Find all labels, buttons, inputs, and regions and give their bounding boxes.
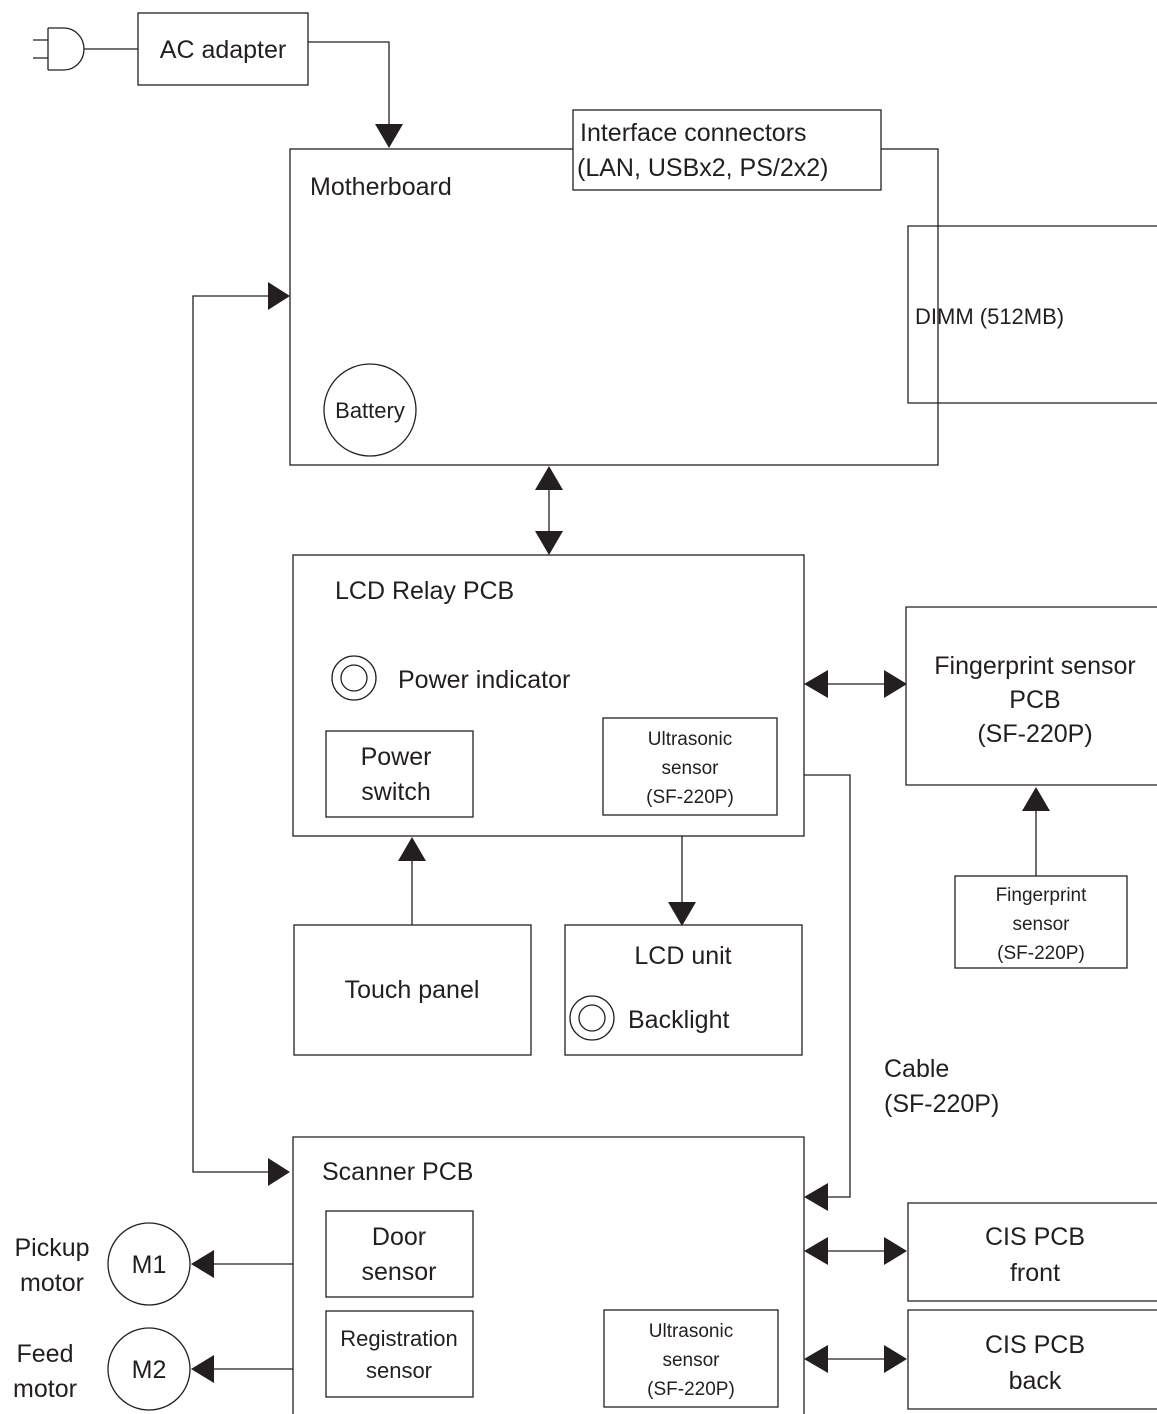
lcd-relay-fingerprint-arrow — [804, 670, 907, 698]
registration-sensor-line1: Registration — [340, 1326, 457, 1351]
scanner-pcb-box: Scanner PCB — [292, 1136, 805, 1414]
fingerprint-sensor-box: Fingerprint sensor (SF-220P) — [954, 875, 1128, 969]
fingerprint-sensor-line1: Fingerprint — [996, 885, 1088, 906]
feed-motor-label-line2: motor — [13, 1375, 77, 1403]
scanner-ultrasonic-line1: Ultrasonic — [649, 1321, 733, 1342]
interface-connectors-box: Interface connectors (LAN, USBx2, PS/2x2… — [572, 109, 882, 191]
lcd-relay-ultrasonic-line1: Ultrasonic — [648, 729, 732, 750]
scanner-ultrasonic-line2: sensor — [662, 1350, 720, 1371]
cis-pcb-back-box: CIS PCB back — [907, 1309, 1157, 1410]
feed-motor-m2: M2 — [107, 1327, 191, 1411]
dimm-box: DIMM (512MB) — [907, 225, 1157, 404]
fingerprint-sensor-pcb-box: Fingerprint sensor PCB (SF-220P) — [905, 606, 1157, 786]
fingerprint-pcb-line2: PCB — [1009, 686, 1060, 714]
cable-connection — [804, 774, 851, 1211]
scanner-cis-front-arrow — [804, 1237, 907, 1265]
pickup-motor-label-line2: motor — [20, 1269, 84, 1297]
motherboard-scanner-arrow — [192, 282, 290, 1186]
touch-panel-label: Touch panel — [345, 976, 480, 1004]
scanner-ultrasonic-sensor-box: Ultrasonic sensor (SF-220P) — [603, 1309, 779, 1408]
door-sensor-box: Door sensor — [325, 1210, 474, 1298]
m1-label: M1 — [132, 1251, 167, 1279]
lcd-relay-ultrasonic-line3: (SF-220P) — [646, 787, 734, 808]
backlight-icon — [569, 995, 615, 1041]
cis-front-line1: CIS PCB — [985, 1223, 1085, 1251]
lcd-relay-ultrasonic-line2: sensor — [661, 758, 719, 779]
motherboard-lcd-relay-arrow — [535, 466, 563, 555]
fingerprint-sensor-line3: (SF-220P) — [997, 943, 1085, 964]
interface-connectors-line2: (LAN, USBx2, PS/2x2) — [577, 154, 828, 182]
lcd-relay-pcb-title: LCD Relay PCB — [335, 577, 514, 605]
lcd-relay-ultrasonic-sensor-box: Ultrasonic sensor (SF-220P) — [602, 717, 778, 816]
cis-pcb-front-box: CIS PCB front — [907, 1202, 1157, 1302]
fingerprint-pcb-line1: Fingerprint sensor — [934, 652, 1135, 680]
touch-panel-box: Touch panel — [293, 924, 532, 1056]
cable-label-line2: (SF-220P) — [884, 1090, 999, 1118]
power-indicator-icon — [331, 655, 377, 701]
interface-connectors-line1: Interface connectors — [580, 119, 807, 147]
feed-motor-label-line1: Feed — [17, 1340, 74, 1368]
scanner-pcb-title: Scanner PCB — [322, 1158, 473, 1186]
cis-front-line2: front — [1010, 1259, 1060, 1287]
motherboard-title: Motherboard — [310, 173, 452, 201]
pickup-motor-label-line1: Pickup — [14, 1234, 89, 1262]
touch-panel-arrow — [398, 837, 426, 925]
registration-sensor-line2: sensor — [366, 1358, 432, 1383]
fingerprint-pcb-line3: (SF-220P) — [977, 720, 1092, 748]
fingerprint-sensor-line2: sensor — [1012, 914, 1070, 935]
fingerprint-sensor-arrow — [1022, 787, 1050, 876]
door-sensor-line2: sensor — [361, 1258, 436, 1286]
cable-label-line1: Cable — [884, 1055, 949, 1083]
power-indicator-label: Power indicator — [398, 666, 570, 694]
cis-back-line2: back — [1009, 1367, 1062, 1395]
dimm-label: DIMM (512MB) — [915, 304, 1064, 329]
cis-back-line1: CIS PCB — [985, 1331, 1085, 1359]
registration-sensor-box: Registration sensor — [325, 1310, 474, 1398]
power-plug-icon — [33, 27, 138, 71]
battery-label: Battery — [335, 398, 405, 423]
scanner-ultrasonic-line3: (SF-220P) — [647, 1379, 735, 1400]
ac-adapter-box: AC adapter — [137, 12, 309, 86]
power-switch-line2: switch — [361, 778, 430, 806]
scanner-cis-back-arrow — [804, 1345, 907, 1373]
m2-label: M2 — [132, 1356, 167, 1384]
battery-component: Battery — [323, 363, 417, 457]
pickup-motor-m1: M1 — [107, 1222, 191, 1306]
ac-adapter-label: AC adapter — [160, 36, 286, 64]
backlight-label: Backlight — [628, 1006, 729, 1034]
door-sensor-line1: Door — [372, 1223, 426, 1251]
feed-motor-arrow — [191, 1355, 293, 1383]
lcd-unit-arrow — [668, 836, 696, 926]
adapter-to-motherboard-arrow — [308, 41, 403, 148]
power-switch-line1: Power — [361, 743, 432, 771]
power-switch-box: Power switch — [325, 730, 474, 818]
pickup-motor-arrow — [191, 1250, 293, 1278]
lcd-unit-title: LCD unit — [634, 942, 731, 970]
